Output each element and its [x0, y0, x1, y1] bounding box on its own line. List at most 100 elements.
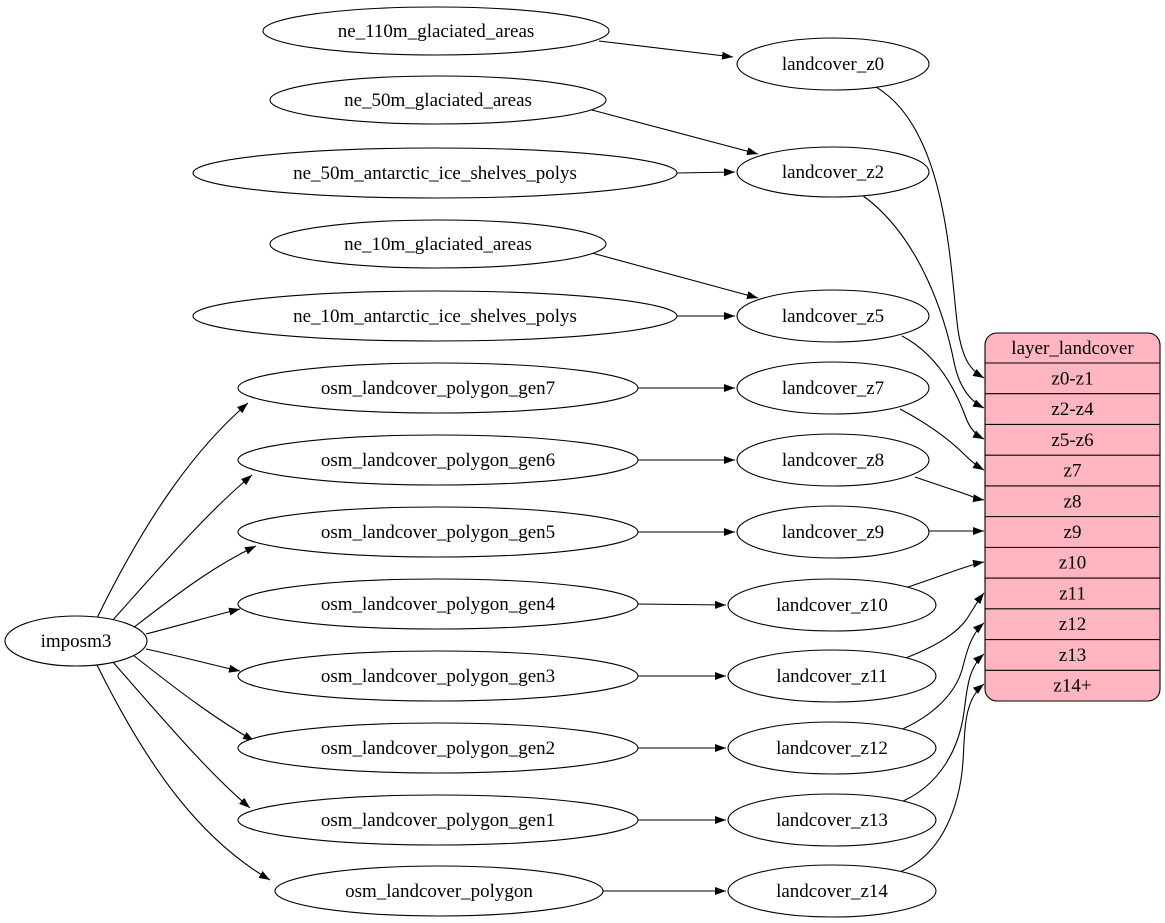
edge-landcover_z11-layer_landcover-z11 — [902, 592, 985, 660]
edge-ne_110m_glaciated_areas-landcover_z0 — [598, 40, 734, 60]
node-ne_10m_glaciated_areas: ne_10m_glaciated_areas — [269, 219, 607, 269]
node-osm_landcover_polygon: osm_landcover_polygon — [274, 865, 604, 917]
node-ne_110m_glaciated_areas: ne_110m_glaciated_areas — [262, 6, 610, 56]
node-shape — [4, 615, 148, 667]
node-imposm3: imposm3 — [4, 615, 148, 667]
node-landcover_z2: landcover_z2 — [736, 146, 930, 198]
node-label: osm_landcover_polygon_gen7 — [321, 378, 555, 399]
edge-imposm3-osm_landcover_polygon_gen7 — [96, 402, 249, 619]
record-row-z14+: z14+ — [1053, 676, 1091, 697]
node-shape — [727, 578, 937, 632]
edge-landcover_z5-layer_landcover-z5-z6 — [901, 335, 985, 440]
node-shape — [269, 75, 607, 125]
node-ne_50m_antarctic_ice_shelves_polys: ne_50m_antarctic_ice_shelves_polys — [192, 147, 678, 199]
record-layer_landcover: layer_landcoverz0-z1z2-z4z5-z6z7z8z9z10z… — [984, 332, 1161, 702]
node-shape — [237, 362, 639, 414]
node-landcover_z7: landcover_z7 — [736, 361, 930, 415]
edge-landcover_z14-layer_landcover-z14+ — [893, 683, 985, 875]
node-label: landcover_z13 — [776, 810, 888, 831]
edge-landcover_z7-layer_landcover-z7 — [899, 408, 985, 471]
node-label: landcover_z0 — [782, 54, 884, 75]
node-osm_landcover_polygon_gen5: osm_landcover_polygon_gen5 — [237, 506, 639, 558]
edge-imposm3-osm_landcover_polygon_gen6 — [111, 474, 253, 622]
node-landcover_z12: landcover_z12 — [727, 721, 937, 775]
node-label: ne_10m_glaciated_areas — [344, 234, 532, 255]
node-osm_landcover_polygon_gen7: osm_landcover_polygon_gen7 — [237, 362, 639, 414]
edge-imposm3-osm_landcover_polygon_gen2 — [132, 654, 255, 742]
edge-imposm3-osm_landcover_polygon — [96, 664, 271, 881]
record-title: layer_landcover — [1011, 338, 1134, 359]
node-ne_10m_antarctic_ice_shelves_polys: ne_10m_antarctic_ice_shelves_polys — [192, 290, 678, 342]
node-label: osm_landcover_polygon_gen2 — [321, 738, 555, 759]
edges-layer — [96, 40, 985, 895]
node-label: osm_landcover_polygon_gen6 — [321, 450, 555, 471]
node-label: landcover_z5 — [782, 306, 884, 327]
node-shape — [237, 794, 639, 846]
node-shape — [727, 864, 937, 918]
edge-ne_10m_glaciated_areas-landcover_z5 — [591, 252, 759, 299]
node-label: osm_landcover_polygon — [345, 881, 533, 902]
edge-landcover_z2-layer_landcover-z2-z4 — [861, 194, 985, 409]
node-landcover_z14: landcover_z14 — [727, 864, 937, 918]
node-label: ne_50m_glaciated_areas — [344, 90, 532, 111]
node-landcover_z5: landcover_z5 — [736, 289, 930, 343]
node-shape — [237, 434, 639, 486]
node-label: ne_110m_glaciated_areas — [338, 21, 535, 42]
node-shape — [237, 578, 639, 630]
edge-imposm3-osm_landcover_polygon_gen4 — [145, 607, 241, 635]
node-osm_landcover_polygon_gen4: osm_landcover_polygon_gen4 — [237, 578, 639, 630]
node-label: landcover_z2 — [782, 162, 884, 183]
node-shape — [727, 649, 937, 703]
node-label: ne_10m_antarctic_ice_shelves_polys — [293, 306, 577, 327]
record-row-z7: z7 — [1064, 461, 1082, 482]
node-shape — [192, 290, 678, 342]
node-shape — [237, 722, 639, 774]
node-label: ne_50m_antarctic_ice_shelves_polys — [293, 163, 577, 184]
node-shape — [727, 793, 937, 847]
record-row-z12: z12 — [1059, 614, 1086, 635]
node-landcover_z9: landcover_z9 — [736, 505, 930, 559]
edge-ne_50m_antarctic_ice_shelves_polys-landcover_z2 — [676, 168, 736, 177]
node-label: osm_landcover_polygon_gen1 — [321, 810, 555, 831]
node-shape — [269, 219, 607, 269]
node-landcover_z13: landcover_z13 — [727, 793, 937, 847]
nodes-layer: imposm3 ne_110m_glaciated_areas ne_50m_gla… — [4, 6, 1161, 918]
record-row-z9: z9 — [1064, 522, 1082, 543]
edge-landcover_z0-layer_landcover-z0-z1 — [875, 86, 985, 379]
node-label: osm_landcover_polygon_gen5 — [321, 522, 555, 543]
edge-imposm3-osm_landcover_polygon_gen3 — [145, 648, 241, 673]
edge-landcover_z8-layer_landcover-z8 — [914, 476, 985, 503]
node-shape — [727, 721, 937, 775]
edge-ne_50m_glaciated_areas-landcover_z2 — [591, 109, 759, 156]
node-osm_landcover_polygon_gen1: osm_landcover_polygon_gen1 — [237, 794, 639, 846]
edge-osm_landcover_polygon_gen4-landcover_z10 — [637, 600, 727, 609]
node-landcover_z11: landcover_z11 — [727, 649, 937, 703]
record-row-z8: z8 — [1064, 491, 1082, 512]
node-landcover_z8: landcover_z8 — [736, 433, 930, 487]
node-shape — [736, 361, 930, 415]
node-osm_landcover_polygon_gen6: osm_landcover_polygon_gen6 — [237, 434, 639, 486]
node-ne_50m_glaciated_areas: ne_50m_glaciated_areas — [269, 75, 607, 125]
node-label: osm_landcover_polygon_gen4 — [321, 594, 556, 615]
node-landcover_z0: landcover_z0 — [736, 37, 930, 91]
node-osm_landcover_polygon_gen2: osm_landcover_polygon_gen2 — [237, 722, 639, 774]
node-shape — [736, 146, 930, 198]
node-shape — [192, 147, 678, 199]
node-shape — [736, 433, 930, 487]
record-row-z13: z13 — [1059, 645, 1086, 666]
node-label: landcover_z12 — [776, 738, 888, 759]
edge-imposm3-osm_landcover_polygon_gen5 — [132, 545, 257, 629]
node-shape — [736, 505, 930, 559]
edge-landcover_z10-layer_landcover-z10 — [904, 559, 985, 589]
node-label: landcover_z11 — [776, 666, 887, 687]
node-label: imposm3 — [41, 631, 112, 652]
node-label: landcover_z7 — [782, 378, 884, 399]
node-shape — [736, 289, 930, 343]
record-row-z2-z4: z2-z4 — [1051, 399, 1094, 420]
edge-landcover_z12-layer_landcover-z12 — [897, 622, 985, 732]
node-shape — [274, 865, 604, 917]
node-label: landcover_z8 — [782, 450, 884, 471]
edge-landcover_z13-layer_landcover-z13 — [895, 653, 985, 805]
